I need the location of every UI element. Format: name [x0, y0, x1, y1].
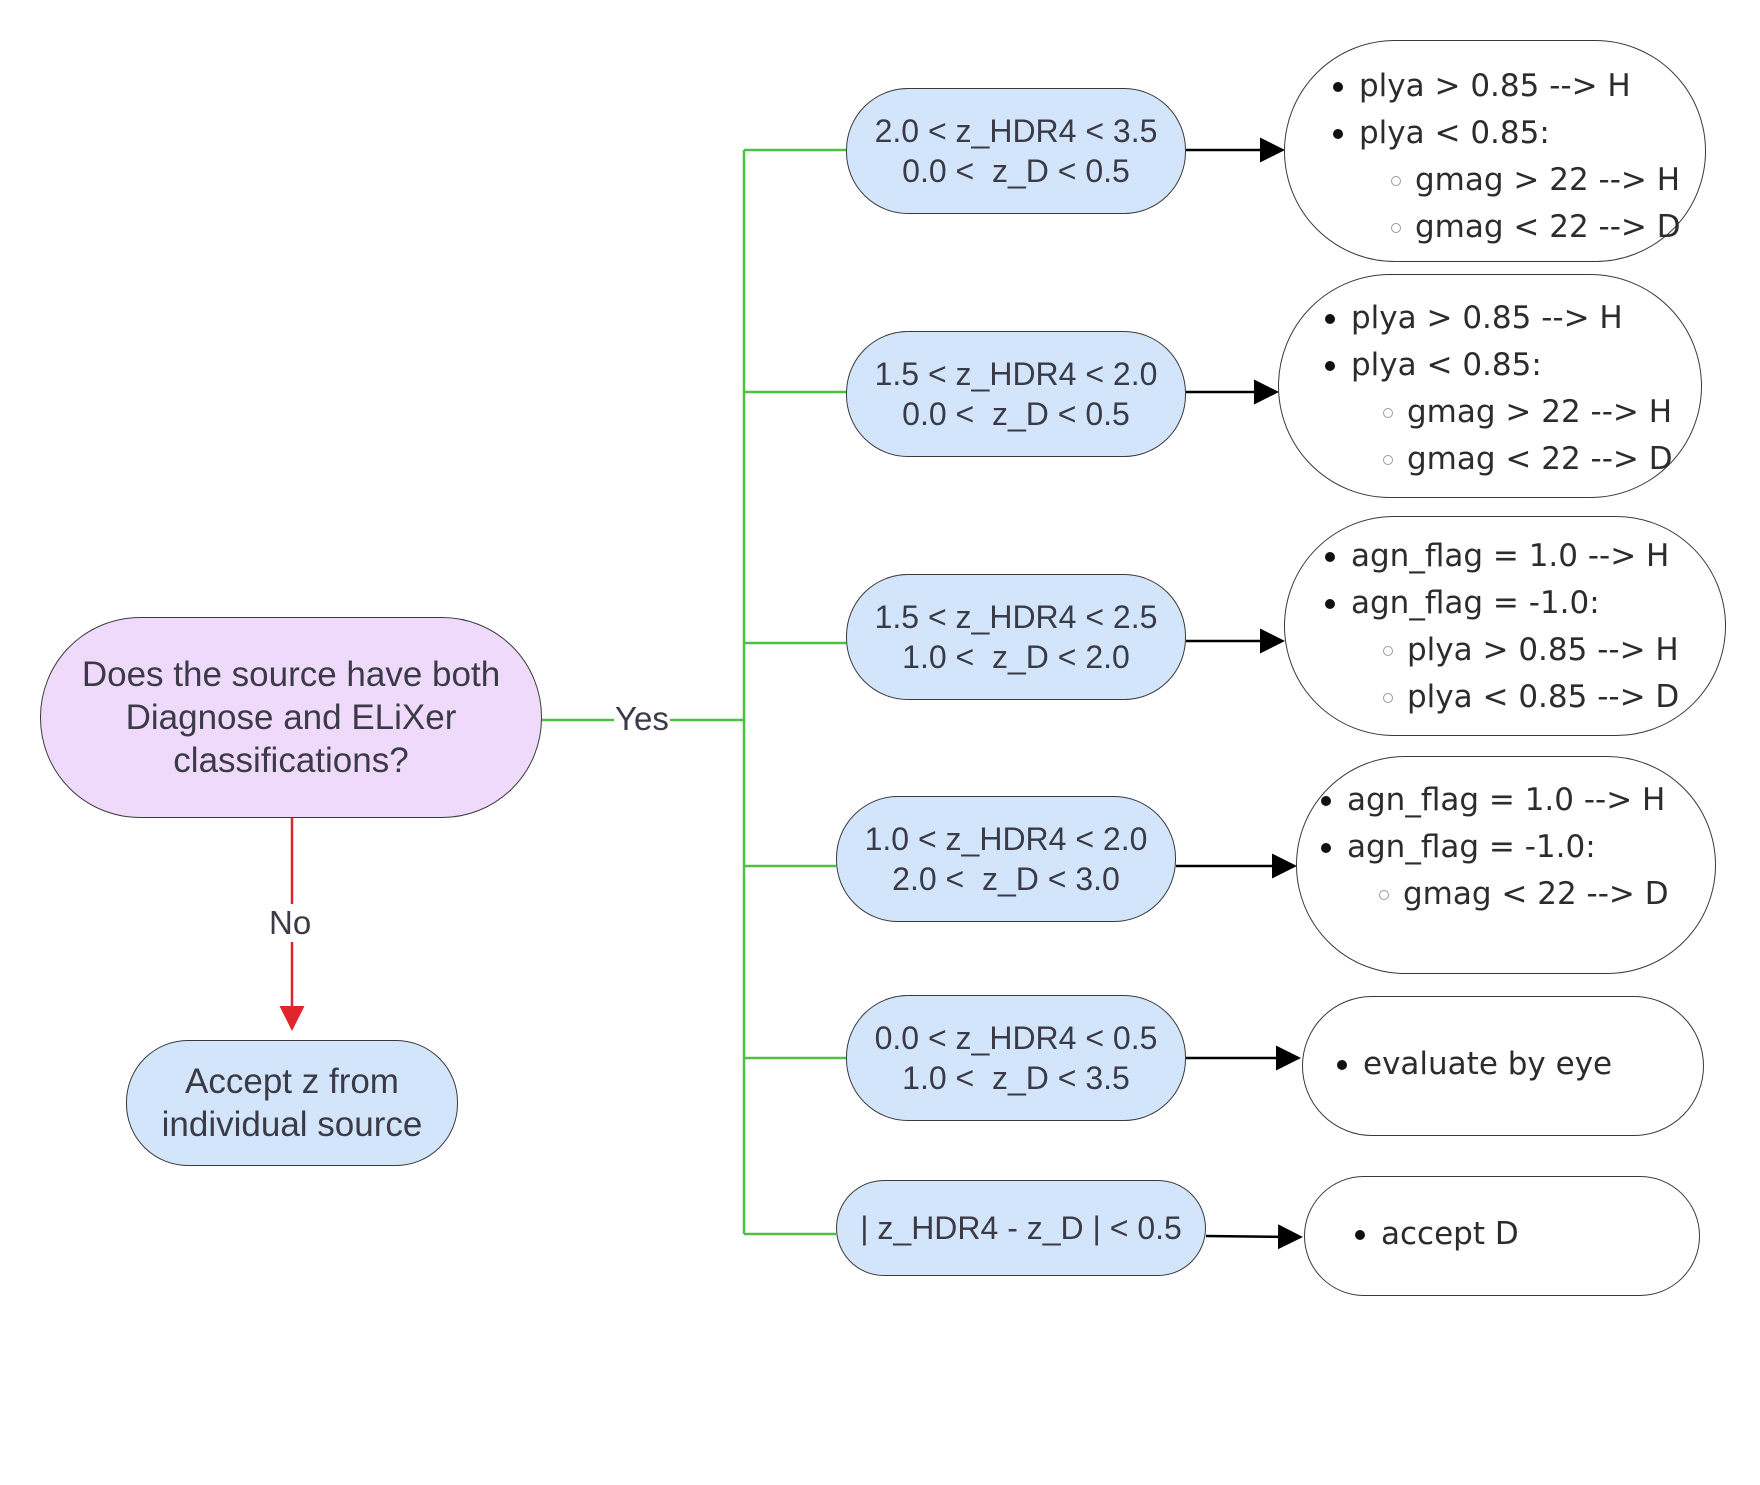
condition-5-line-1: 0.0 < z_HDR4 < 0.5 [874, 1020, 1158, 1056]
accept-line-2: individual source [161, 1105, 423, 1144]
accept-line-1: Accept z from [185, 1062, 399, 1101]
accept-individual-node: Accept z from individual source [126, 1040, 458, 1166]
condition-3-line-1: 1.5 < z_HDR4 < 2.5 [874, 599, 1158, 635]
result-5-rule-1: evaluate by eye [1333, 1041, 1703, 1088]
result-6-rule-1: accept D [1351, 1211, 1699, 1258]
result-2-rule-3: gmag > 22 --> H [1321, 389, 1701, 436]
result-node-2: plya > 0.85 --> H plya < 0.85: gmag > 22… [1278, 274, 1702, 498]
result-node-3: agn_flag = 1.0 --> H agn_flag = -1.0: pl… [1284, 516, 1726, 736]
result-2-rule-2: plya < 0.85: [1321, 342, 1701, 389]
result-3-rule-4: plya < 0.85 --> D [1321, 674, 1725, 721]
condition-node-3: 1.5 < z_HDR4 < 2.5 1.0 < z_D < 2.0 [846, 574, 1186, 700]
result-1-rule-1: plya > 0.85 --> H [1329, 63, 1705, 110]
condition-node-2: 1.5 < z_HDR4 < 2.0 0.0 < z_D < 0.5 [846, 331, 1186, 457]
result-3-rule-1: agn_flag = 1.0 --> H [1321, 533, 1725, 580]
result-node-5: evaluate by eye [1302, 996, 1704, 1136]
result-2-rule-4: gmag < 22 --> D [1321, 436, 1701, 483]
result-2-rule-1: plya > 0.85 --> H [1321, 295, 1701, 342]
condition-4-line-2: 2.0 < z_D < 3.0 [892, 861, 1120, 897]
condition-node-5: 0.0 < z_HDR4 < 0.5 1.0 < z_D < 3.5 [846, 995, 1186, 1121]
result-3-rule-3: plya > 0.85 --> H [1321, 627, 1725, 674]
result-node-1: plya > 0.85 --> H plya < 0.85: gmag > 22… [1284, 40, 1706, 262]
result-node-6: accept D [1304, 1176, 1700, 1296]
question-line-2: Diagnose and ELiXer [125, 698, 457, 737]
question-line-1: Does the source have both [81, 655, 501, 694]
condition-4-line-1: 1.0 < z_HDR4 < 2.0 [864, 821, 1148, 857]
condition-node-4: 1.0 < z_HDR4 < 2.0 2.0 < z_D < 3.0 [836, 796, 1176, 922]
result-node-4: agn_flag = 1.0 --> H agn_flag = -1.0: gm… [1296, 756, 1716, 974]
result-4-rule-1: agn_flag = 1.0 --> H [1317, 777, 1715, 824]
no-label: No [268, 904, 313, 942]
result-4-rule-2: agn_flag = -1.0: [1317, 824, 1715, 871]
arrow-6 [1205, 1224, 1303, 1250]
yes-label: Yes [614, 700, 670, 738]
condition-2-line-2: 0.0 < z_D < 0.5 [902, 396, 1130, 432]
condition-node-1: 2.0 < z_HDR4 < 3.5 0.0 < z_D < 0.5 [846, 88, 1186, 214]
condition-1-line-2: 0.0 < z_D < 0.5 [902, 153, 1130, 189]
result-4-rule-3: gmag < 22 --> D [1317, 871, 1715, 918]
result-1-rule-4: gmag < 22 --> D [1329, 204, 1705, 251]
result-1-rule-2: plya < 0.85: [1329, 110, 1705, 157]
condition-3-line-2: 1.0 < z_D < 2.0 [902, 639, 1130, 675]
result-1-rule-3: gmag > 22 --> H [1329, 157, 1705, 204]
condition-1-line-1: 2.0 < z_HDR4 < 3.5 [874, 113, 1158, 149]
condition-node-6: | z_HDR4 - z_D | < 0.5 [836, 1180, 1206, 1276]
question-line-3: classifications? [173, 741, 409, 780]
condition-5-line-2: 1.0 < z_D < 3.5 [902, 1060, 1130, 1096]
result-3-rule-2: agn_flag = -1.0: [1321, 580, 1725, 627]
condition-6-line-1: | z_HDR4 - z_D | < 0.5 [860, 1210, 1182, 1246]
condition-2-line-1: 1.5 < z_HDR4 < 2.0 [874, 356, 1158, 392]
decision-question-node: Does the source have both Diagnose and E… [40, 617, 542, 818]
